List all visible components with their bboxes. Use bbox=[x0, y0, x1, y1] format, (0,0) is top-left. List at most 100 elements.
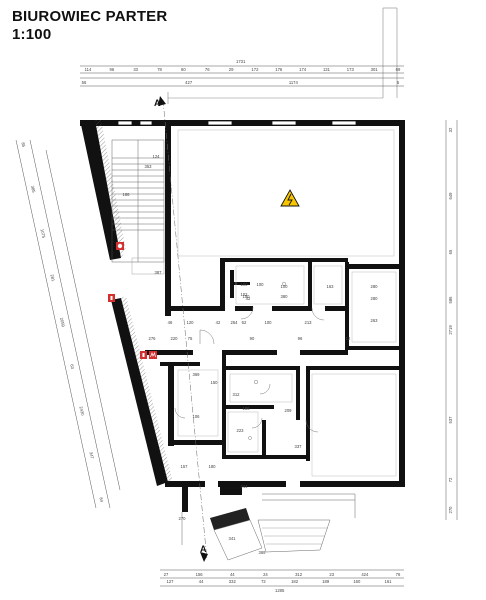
bottom-dim-label: 72 bbox=[261, 579, 266, 584]
interior-dim-label: 186 bbox=[243, 406, 251, 411]
interior-dim-label: 337 bbox=[295, 444, 303, 449]
top-dim-label: 69 bbox=[396, 67, 401, 72]
plan-name: BIUROWIEC PARTER bbox=[12, 8, 168, 25]
section-marker-bottom: A bbox=[200, 544, 207, 554]
bottom-dim-label: 76 bbox=[396, 572, 401, 577]
interior-dim-label: 96 bbox=[298, 336, 303, 341]
interior-dim-label: 312 bbox=[233, 392, 241, 397]
bottom-dim-label: 312 bbox=[295, 572, 303, 577]
top-windows bbox=[117, 120, 357, 126]
top-dim-label: 96 bbox=[110, 67, 115, 72]
interior-walls bbox=[145, 258, 405, 495]
interior-dim-label: 380 bbox=[281, 294, 289, 299]
bottom-dim-label: 24 bbox=[263, 572, 268, 577]
left-dimension-lines bbox=[15, 139, 121, 509]
right-dim-label: 72 bbox=[448, 477, 453, 482]
left-dim-label: 2059 bbox=[59, 317, 66, 328]
interior-dim-label: 369 bbox=[193, 372, 201, 377]
top-dim-label: 174 bbox=[299, 67, 307, 72]
bottom-dim-label: 332 bbox=[229, 579, 237, 584]
bottom-dimension-lines bbox=[160, 569, 404, 587]
left-dim-label: 281 bbox=[49, 274, 56, 283]
interior-dim-label: 263 bbox=[371, 318, 379, 323]
fire-extinguisher-icon bbox=[108, 294, 115, 302]
bottom-dim-label: 161 bbox=[385, 579, 393, 584]
bottom-dim-label: 27 bbox=[164, 572, 169, 577]
interior-dim-label: 100 bbox=[241, 282, 249, 287]
left-dim-labels: 85 385 1075 281 2059 63 2430 347 84 bbox=[21, 142, 105, 503]
interior-dim-label: 353 bbox=[145, 164, 153, 169]
section-line-a bbox=[158, 96, 208, 562]
top-dim-label: 5 bbox=[397, 80, 400, 85]
bottom-dim-label: 127 bbox=[167, 579, 175, 584]
fire-equipment-icon-b bbox=[149, 351, 157, 359]
left-dim-label: 385 bbox=[30, 185, 37, 194]
interior-dim-label: 186 bbox=[123, 192, 131, 197]
top-dim-label: 176 bbox=[275, 67, 283, 72]
bottom-dim-label: 23 bbox=[329, 572, 334, 577]
door-swings bbox=[174, 306, 325, 433]
left-dim-label: 63 bbox=[69, 364, 75, 370]
left-dim-label: 2430 bbox=[78, 406, 85, 417]
room-outlines bbox=[177, 129, 397, 477]
interior-dim-label: 276 bbox=[149, 336, 157, 341]
interior-dim-label: 42 bbox=[216, 320, 221, 325]
interior-dim-label: 280 bbox=[371, 296, 379, 301]
right-dimension-lines bbox=[445, 120, 458, 520]
top-dim-label: 78 bbox=[157, 67, 162, 72]
right-dim-label: 270 bbox=[448, 506, 453, 514]
interior-dim-label: 90 bbox=[250, 336, 255, 341]
adjacent-structure-top bbox=[167, 7, 398, 104]
left-dim-label: 85 bbox=[21, 142, 27, 148]
interior-dim-label: 280 bbox=[371, 284, 379, 289]
interior-dim-label: 220 bbox=[171, 336, 179, 341]
interior-dim-label: 180 bbox=[209, 464, 217, 469]
interior-dim-label: 341 bbox=[229, 536, 237, 541]
interior-dim-label: 150 bbox=[211, 380, 219, 385]
fire-hydrant-icon bbox=[116, 242, 124, 250]
right-dim-label: 586 bbox=[448, 296, 453, 304]
interior-dim-label: 46 bbox=[168, 320, 173, 325]
top-dim-label: 56 bbox=[82, 80, 87, 85]
left-dim-label: 84 bbox=[99, 497, 105, 503]
interior-dim-label: 244 bbox=[241, 484, 249, 489]
right-dim-label: 537 bbox=[448, 416, 453, 424]
interior-dim-label: 254 bbox=[231, 320, 239, 325]
section-marker-top: A bbox=[154, 98, 161, 108]
interior-dim-label: 120 bbox=[187, 320, 195, 325]
top-dim-label: 33 bbox=[133, 67, 138, 72]
interior-dim-label: 270 bbox=[179, 516, 187, 521]
top-dim-label: 29 bbox=[229, 67, 234, 72]
top-dim-label: 173 bbox=[347, 67, 355, 72]
top-dim-label: 76 bbox=[205, 67, 210, 72]
staircase bbox=[111, 139, 165, 275]
interior-dim-label: 100 bbox=[281, 284, 289, 289]
interior-dim-label: 209 bbox=[285, 408, 293, 413]
top-dim-label: 60 bbox=[181, 67, 186, 72]
left-dim-label: 1075 bbox=[39, 228, 46, 239]
interior-dim-label: 42 bbox=[246, 296, 251, 301]
interior-dim-label: 163 bbox=[327, 284, 335, 289]
plan-title: BIUROWIEC PARTER 1:100 bbox=[12, 8, 167, 44]
interior-dim-label: 12 bbox=[346, 336, 351, 341]
bottom-dim-label: 156 bbox=[196, 572, 204, 577]
top-dim-label: 1174 bbox=[289, 80, 299, 85]
top-dim-label: 131 bbox=[323, 67, 331, 72]
top-dim-label: 172 bbox=[251, 67, 259, 72]
interior-dim-label: 100 bbox=[265, 320, 273, 325]
right-dim-label: 649 bbox=[448, 192, 453, 200]
interior-dim-label: 62 bbox=[242, 320, 247, 325]
interior-dim-label: 213 bbox=[305, 320, 313, 325]
top-dim-label: 114 bbox=[85, 67, 92, 72]
electric-hazard-icon bbox=[280, 189, 300, 207]
left-dim-label: 347 bbox=[88, 451, 95, 460]
fire-equipment-icon-a bbox=[140, 351, 147, 359]
right-dim-label: 32 bbox=[448, 127, 453, 132]
right-dim-label: 2719 bbox=[448, 325, 453, 335]
interior-dim-label: 150 bbox=[243, 294, 251, 299]
